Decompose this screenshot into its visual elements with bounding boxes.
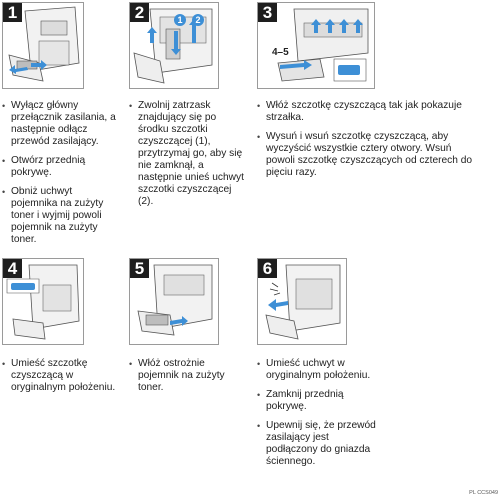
- step-1-bullet-2: Otwórz przednią pokrywę.: [2, 155, 120, 179]
- step-2-bullet-1: Zwolnij zatrzask znajdujący się po środk…: [129, 100, 247, 208]
- step-3-number: 3: [258, 3, 277, 22]
- figure-code: PL CCS049: [469, 490, 498, 496]
- close-cover-drawing: [265, 264, 341, 340]
- step-3-bullet-2: Wysuń i wsuń szczotkę czyszczącą, aby wy…: [257, 131, 477, 179]
- step-2-illustration: 1 2 2: [129, 2, 219, 89]
- step-6-number: 6: [258, 259, 277, 278]
- step-4-instructions: Umieść szczotkę czyszczącą w oryginalnym…: [2, 358, 120, 401]
- step-4-illustration: 4: [2, 258, 84, 345]
- step-1-illustration: 1: [2, 2, 84, 89]
- step-1-bullet-1: Wyłącz główny przełącznik zasilania, a n…: [2, 100, 120, 148]
- step-4-number: 4: [3, 259, 22, 278]
- step-5-instructions: Włóż ostrożnie pojemnik na zużyty toner.: [129, 358, 247, 401]
- callout-1-badge: 1: [174, 14, 186, 26]
- toner-container-insert-drawing: [137, 264, 213, 336]
- step-5-illustration: 5: [129, 258, 219, 345]
- step-2-number: 2: [130, 3, 149, 22]
- step-1-number: 1: [3, 3, 22, 22]
- step-6-bullet-1: Umieść uchwyt w oryginalnym położeniu.: [257, 358, 382, 382]
- step-6-bullet-3: Upewnij się, że przewód zasilający jest …: [257, 420, 382, 468]
- step-6-instructions: Umieść uchwyt w oryginalnym położeniu. Z…: [257, 358, 382, 475]
- step-1-instructions: Wyłącz główny przełącznik zasilania, a n…: [2, 100, 120, 253]
- brush-insert-drawing: [277, 8, 369, 82]
- printer-open-cover-drawing: [8, 6, 80, 82]
- step-5-number: 5: [130, 259, 149, 278]
- step-5-bullet-1: Włóż ostrożnie pojemnik na zużyty toner.: [129, 358, 247, 394]
- step-3-illustration: 4–5 3: [257, 2, 375, 89]
- step-4-bullet-1: Umieść szczotkę czyszczącą w oryginalnym…: [2, 358, 120, 394]
- step-1-bullet-3: Obniż uchwyt pojemnika na zużyty toner i…: [2, 186, 120, 246]
- step-6-bullet-2: Zamknij przednią pokrywę.: [257, 389, 382, 413]
- step-2-instructions: Zwolnij zatrzask znajdujący się po środk…: [129, 100, 247, 215]
- callout-2-badge: 2: [192, 14, 204, 26]
- step-3-bullet-1: Włóż szczotkę czyszczącą tak jak pokazuj…: [257, 100, 477, 124]
- step-6-illustration: 6: [257, 258, 347, 345]
- repeat-count-label: 4–5: [272, 47, 289, 58]
- step-3-instructions: Włóż szczotkę czyszczącą tak jak pokazuj…: [257, 100, 477, 186]
- brush-return-drawing: [6, 264, 80, 340]
